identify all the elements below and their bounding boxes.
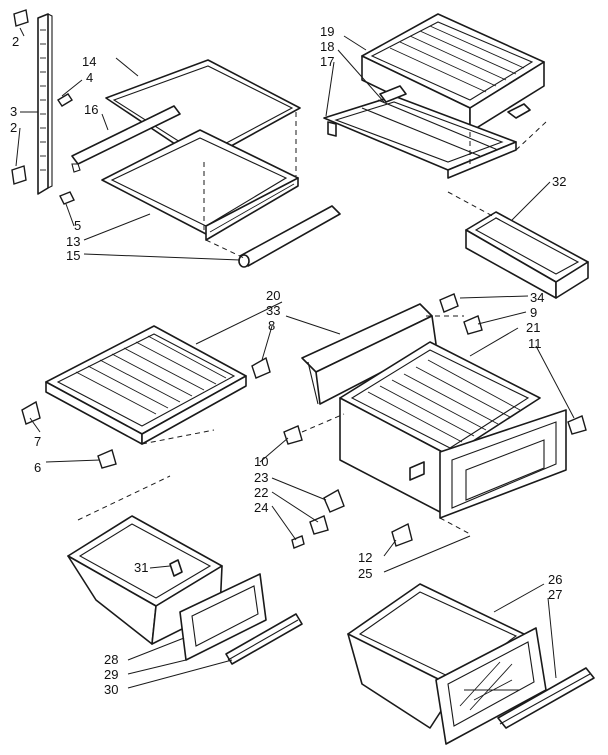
shelf-frame xyxy=(101,129,299,241)
callout-22: 22 xyxy=(254,485,268,500)
callout-2: 2 xyxy=(12,34,19,49)
screw-5 xyxy=(59,191,75,205)
callout-27: 27 xyxy=(548,587,562,602)
callout-30: 30 xyxy=(104,682,118,697)
callout-32: 32 xyxy=(552,174,566,189)
crisper-pan-left xyxy=(67,515,223,645)
shelf-support-rail xyxy=(37,13,53,195)
middle-right-assembly-lines xyxy=(301,315,471,535)
rail-cap-bottom xyxy=(11,165,27,185)
top-right-assembly-lines xyxy=(447,121,547,221)
cover-support-left xyxy=(21,356,271,469)
callout-15: 15 xyxy=(66,248,80,263)
callout-29: 29 xyxy=(104,667,118,682)
callout-14: 14 xyxy=(82,54,96,69)
callout-8: 8 xyxy=(268,318,275,333)
callout-20: 20 xyxy=(266,288,280,303)
callout-7: 7 xyxy=(34,434,41,449)
callout-9: 9 xyxy=(530,305,537,320)
callout-2-lower: 2 xyxy=(10,120,17,135)
leader-lines xyxy=(15,27,575,689)
screw-4 xyxy=(57,93,73,107)
crisper-pan-right xyxy=(347,583,547,745)
callout-4: 4 xyxy=(86,70,93,85)
shelf-rear-trim xyxy=(238,205,341,268)
callout-25: 25 xyxy=(358,566,372,581)
callout-24: 24 xyxy=(254,500,268,515)
middle-left-assembly-lines xyxy=(77,429,215,521)
callout-16: 16 xyxy=(84,102,98,117)
callout-18: 18 xyxy=(320,39,334,54)
top-left-assembly-lines xyxy=(203,112,297,259)
crisper-pan-right-handle xyxy=(497,667,595,729)
callout-3: 3 xyxy=(10,104,17,119)
callout-33: 33 xyxy=(266,303,280,318)
callout-11: 11 xyxy=(528,336,542,351)
crisper-cover-rail xyxy=(301,303,437,405)
crisper-pan-left-front xyxy=(179,573,267,661)
callout-19: 19 xyxy=(320,24,334,39)
callout-labels: 2 14 4 3 2 16 5 13 15 19 18 17 32 20 33 … xyxy=(10,24,566,697)
drawer-slides-right xyxy=(283,293,587,549)
callout-31: 31 xyxy=(134,560,148,575)
callout-5: 5 xyxy=(74,218,81,233)
callout-13: 13 xyxy=(66,234,80,249)
callout-17: 17 xyxy=(320,54,334,69)
callout-28: 28 xyxy=(104,652,118,667)
crisper-bin-small xyxy=(465,211,589,299)
callout-12: 12 xyxy=(358,550,372,565)
callout-6: 6 xyxy=(34,460,41,475)
rail-cap-top xyxy=(13,9,29,27)
crisper-drawer-right xyxy=(339,397,567,519)
callout-34: 34 xyxy=(530,290,544,305)
shelf-front-trim xyxy=(71,105,181,173)
meat-keeper-pan xyxy=(361,13,545,133)
callout-10: 10 xyxy=(254,454,268,469)
callout-23: 23 xyxy=(254,470,268,485)
crisper-cover-left xyxy=(45,325,247,445)
glass-shelf xyxy=(105,59,301,163)
callout-26: 26 xyxy=(548,572,562,587)
meat-keeper-frame xyxy=(323,85,531,179)
callout-21: 21 xyxy=(526,320,540,335)
